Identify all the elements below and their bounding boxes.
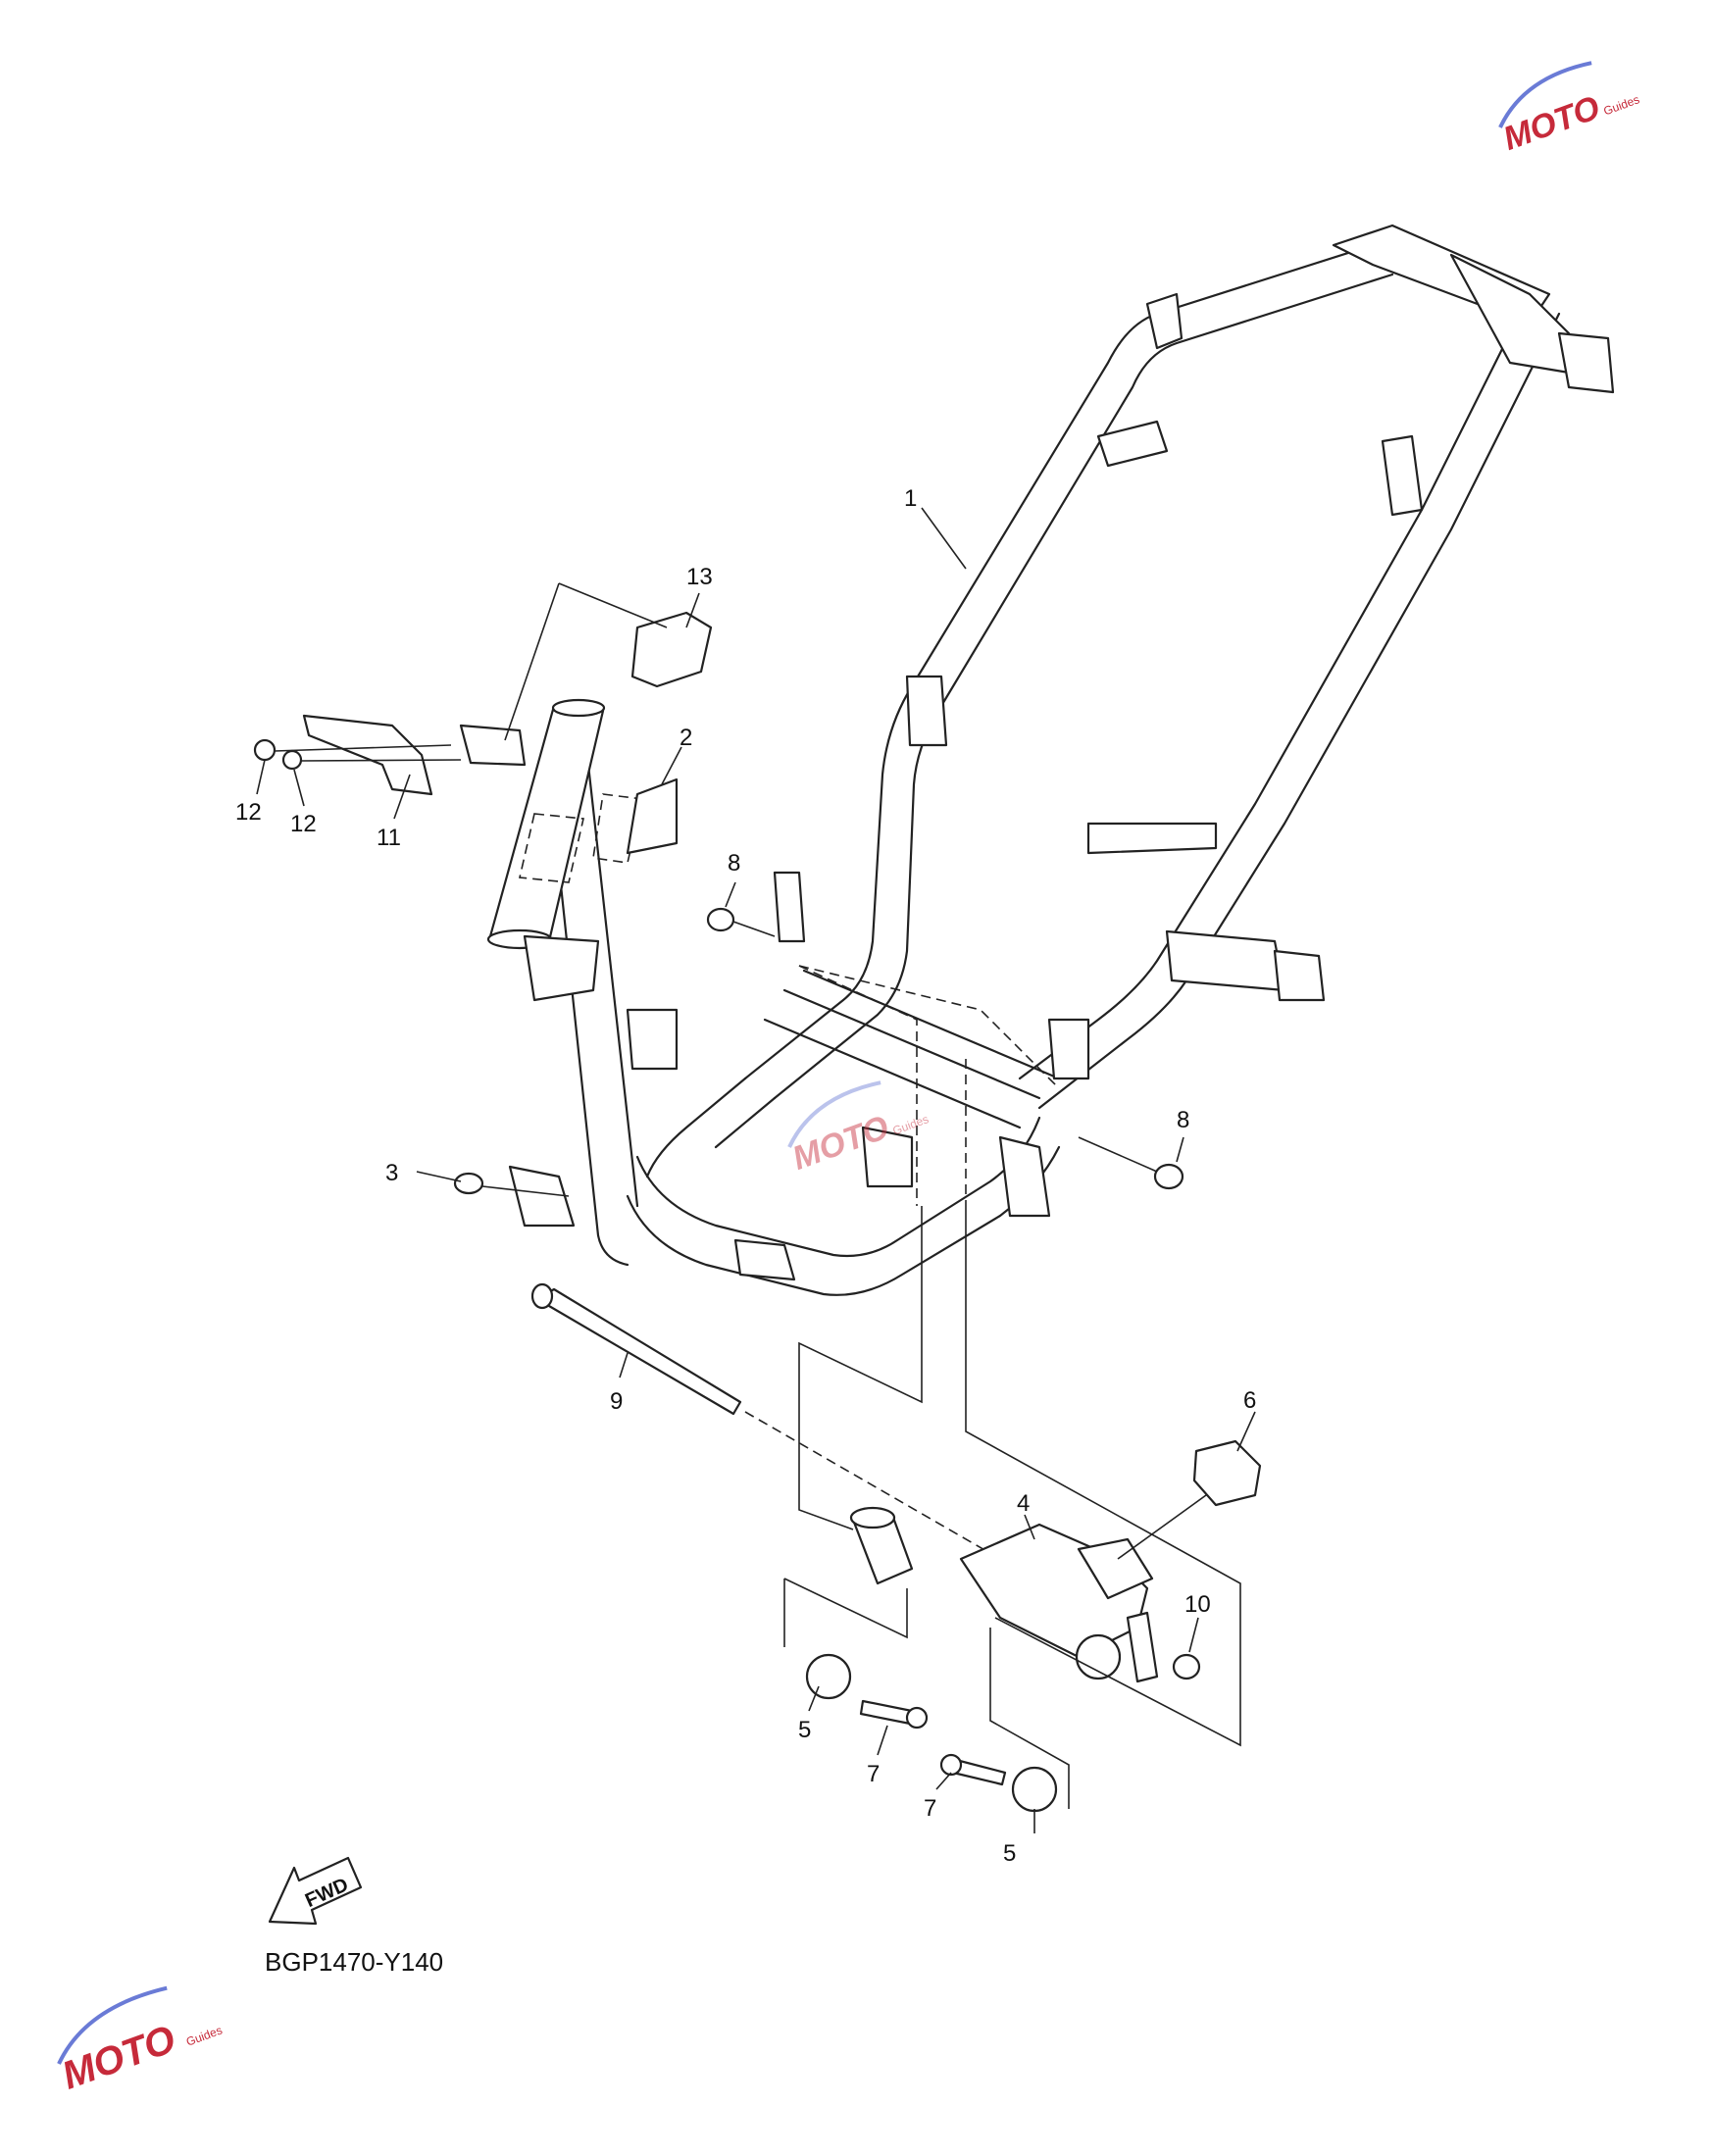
part-8-nut <box>706 907 735 932</box>
svg-text:MOTO: MOTO <box>57 2018 181 2098</box>
callout-12b: 12 <box>290 811 317 837</box>
callout-1: 1 <box>904 485 917 512</box>
svg-text:Guides: Guides <box>1601 92 1641 118</box>
svg-text:Guides: Guides <box>184 2024 225 2049</box>
part-13-cover <box>630 611 713 688</box>
callout-leaders <box>256 507 1256 1833</box>
fwd-arrow-icon: FWD <box>268 1856 363 1926</box>
watermark-logo-bottom-left: MOTO Guides <box>57 1985 225 2098</box>
part-7-bolt <box>859 1699 914 1726</box>
svg-text:Guides: Guides <box>890 1112 931 1137</box>
callout-5a: 5 <box>798 1717 811 1743</box>
callout-13: 13 <box>686 564 713 590</box>
callouts: 1 2 3 4 5 5 6 7 7 8 8 9 10 11 12 12 13 <box>235 485 1256 1867</box>
main-frame <box>486 224 1615 1296</box>
part-12-bolt <box>253 738 277 762</box>
figure-code: BGP1470-Y140 <box>265 1947 443 1977</box>
callout-2: 2 <box>680 725 692 751</box>
part-5-bush <box>1011 1766 1058 1813</box>
group-lines <box>504 582 1241 1809</box>
callout-7a: 7 <box>867 1761 880 1787</box>
callout-4: 4 <box>1017 1490 1030 1517</box>
callout-11: 11 <box>377 825 401 851</box>
callout-12a: 12 <box>235 799 262 826</box>
callout-7b: 7 <box>924 1795 936 1822</box>
svg-text:MOTO: MOTO <box>1498 89 1604 158</box>
part-8-nut <box>1153 1163 1184 1190</box>
part-11-bracket <box>302 714 433 796</box>
callout-8a: 8 <box>728 850 740 877</box>
callout-10: 10 <box>1184 1591 1211 1618</box>
callout-8b: 8 <box>1177 1107 1189 1133</box>
part-5-bush <box>805 1653 852 1700</box>
callout-6: 6 <box>1243 1387 1256 1414</box>
callout-9: 9 <box>610 1388 623 1415</box>
part-9-long-bolt <box>535 1287 742 1416</box>
part-6-damper <box>1192 1439 1262 1507</box>
callout-5b: 5 <box>1003 1840 1016 1867</box>
part-10-nut <box>1172 1653 1201 1680</box>
part-12-bolt <box>281 749 303 771</box>
callout-3: 3 <box>385 1160 398 1186</box>
watermark-logo-top-right: MOTO Guides <box>1498 61 1641 158</box>
part-3-grommet <box>453 1172 484 1195</box>
part-2-sticker <box>626 777 679 855</box>
